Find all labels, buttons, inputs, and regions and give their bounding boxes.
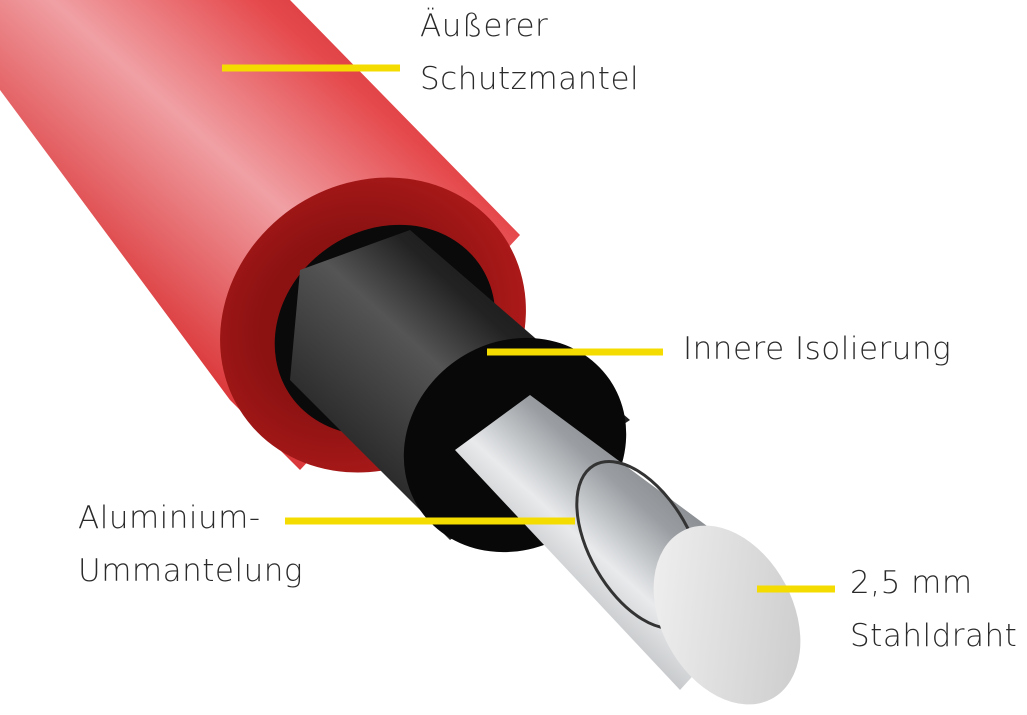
label-outer-sheath-line1: Äußerer xyxy=(420,8,549,44)
label-steel-wire-line2: Stahldraht xyxy=(850,618,1018,654)
label-outer-sheath-line2: Schutzmantel xyxy=(420,61,640,97)
label-steel-wire: 2,5 mm Stahldraht xyxy=(850,557,1017,663)
label-aluminium: Aluminium- Ummantelung xyxy=(78,492,303,598)
label-inner-insulation: Innere Isolierung xyxy=(683,331,952,367)
label-outer-sheath: Äußerer Schutzmantel xyxy=(420,0,639,106)
label-aluminium-line1: Aluminium- xyxy=(78,500,261,536)
steel-core-face xyxy=(653,525,801,705)
label-aluminium-line2: Ummantelung xyxy=(78,553,303,589)
label-steel-wire-line1: 2,5 mm xyxy=(850,565,973,601)
